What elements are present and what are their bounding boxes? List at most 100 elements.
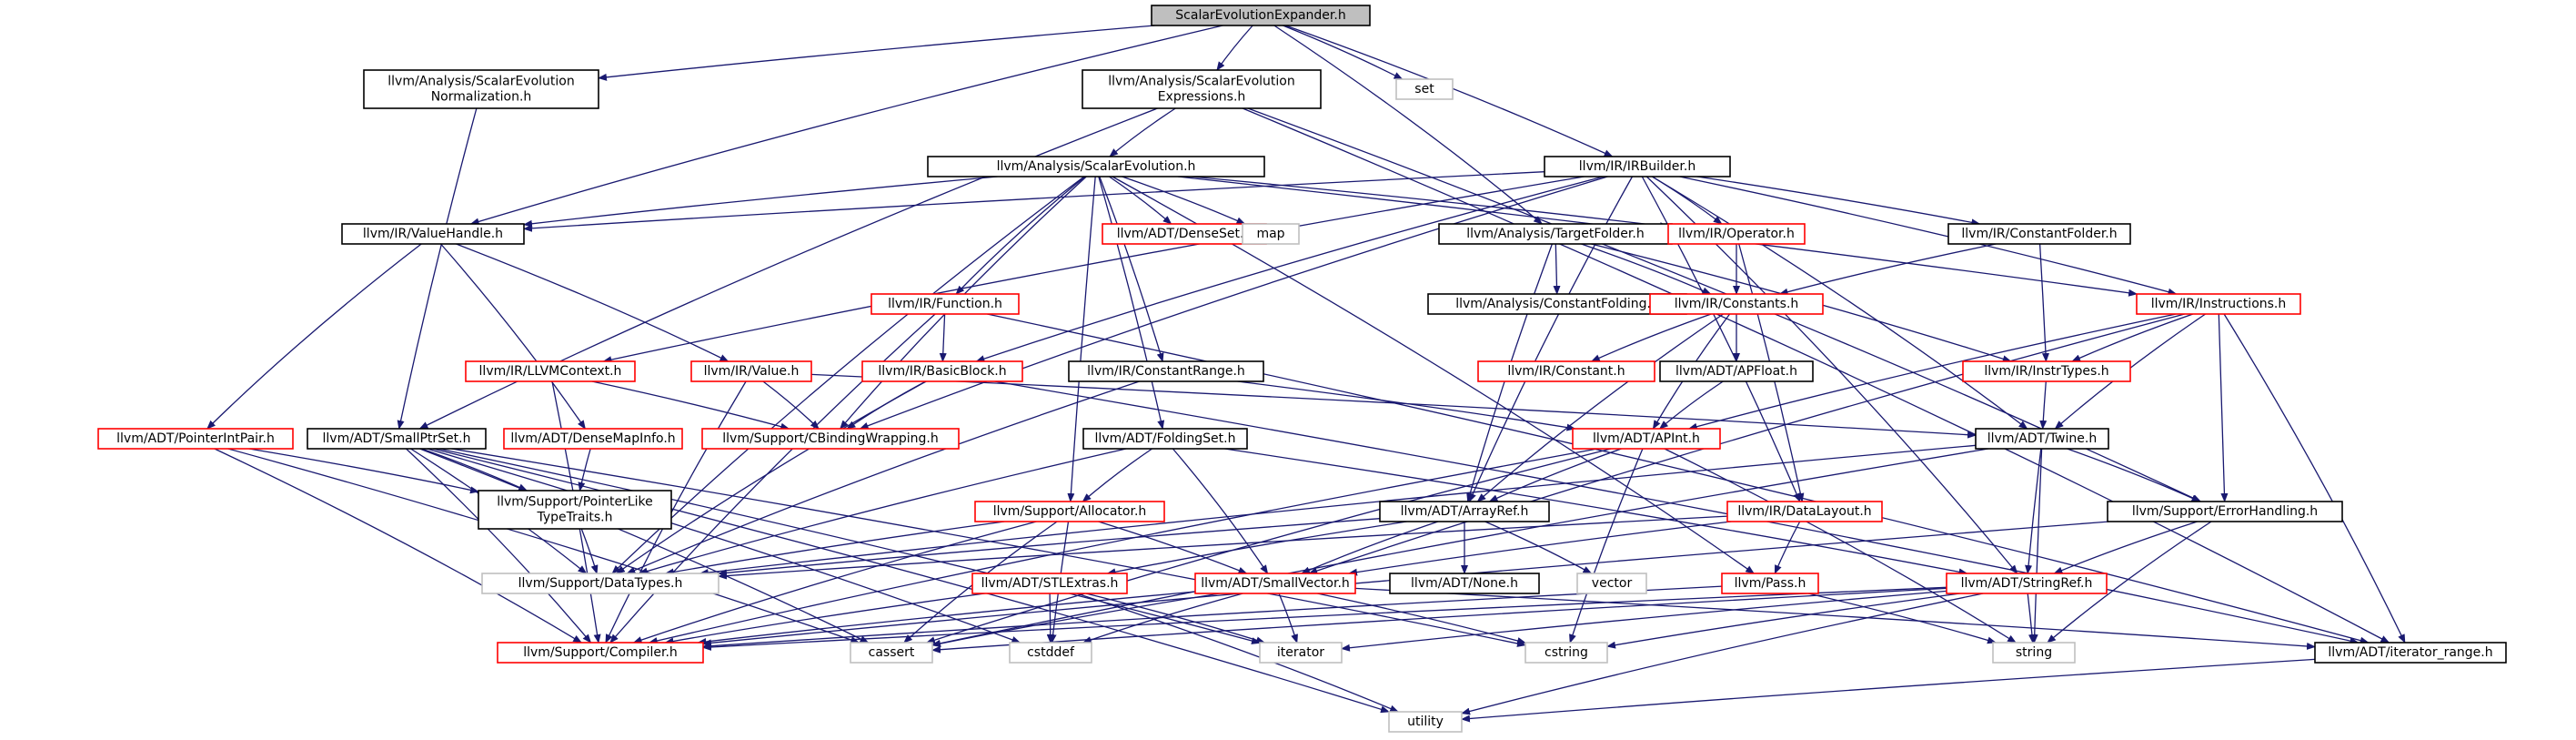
edge-twine-to-string <box>2030 448 2043 644</box>
node-consts-label: llvm/IR/Constants.h <box>1675 297 1799 311</box>
node-cr[interactable]: llvm/IR/ConstantRange.h <box>1068 360 1264 382</box>
edge-eh-to-compiler <box>702 521 2110 647</box>
node-denseset[interactable]: llvm/ADT/DenseSet.h <box>1102 223 1267 245</box>
node-fs-label: llvm/ADT/FoldingSet.h <box>1095 431 1236 446</box>
edge-expr-to-itrange <box>1242 107 2390 644</box>
node-value[interactable]: llvm/IR/Value.h <box>690 360 812 382</box>
node-func[interactable]: llvm/IR/Function.h <box>870 293 1020 315</box>
node-dt-label: llvm/Support/DataTypes.h <box>518 576 683 591</box>
node-stlx[interactable]: llvm/ADT/STLExtras.h <box>971 573 1128 594</box>
node-compiler[interactable]: llvm/Support/Compiler.h <box>497 642 704 664</box>
node-sps[interactable]: llvm/ADT/SmallPtrSet.h <box>307 428 487 450</box>
node-dt[interactable]: llvm/Support/DataTypes.h <box>481 573 719 594</box>
node-sr[interactable]: llvm/ADT/StringRef.h <box>1946 573 2108 594</box>
node-expr-label: llvm/Analysis/ScalarEvolution <box>1108 75 1294 89</box>
node-bb[interactable]: llvm/IR/BasicBlock.h <box>861 360 1023 382</box>
edge-alloc-to-compiler <box>632 521 1037 644</box>
node-tf[interactable]: llvm/Analysis/TargetFolder.h <box>1438 223 1673 245</box>
node-consts-box <box>1649 293 1824 315</box>
node-arrayref[interactable]: llvm/ADT/ArrayRef.h <box>1379 501 1550 522</box>
node-norm[interactable]: llvm/Analysis/ScalarEvolutionNormalizati… <box>363 69 599 109</box>
edge-apint-to-cassert <box>925 448 1612 644</box>
node-set-label: set <box>1414 82 1434 96</box>
node-pass[interactable]: llvm/Pass.h <box>1721 573 1819 594</box>
node-llvmctx[interactable]: llvm/IR/LLVMContext.h <box>465 360 636 382</box>
node-cassert[interactable]: cassert <box>850 642 933 664</box>
edge-sps-to-iterator <box>438 448 1261 644</box>
edge-root-to-set <box>1283 25 1404 80</box>
node-sv[interactable]: llvm/ADT/SmallVector.h <box>1194 573 1356 594</box>
node-cstring-label: cstring <box>1545 645 1588 660</box>
node-none[interactable]: llvm/ADT/None.h <box>1389 573 1540 594</box>
node-constant-label: llvm/IR/Constant.h <box>1507 364 1625 379</box>
edge-expr-to-se <box>1109 107 1176 157</box>
node-cstddef[interactable]: cstddef <box>1009 642 1092 664</box>
edge-instr-to-eh <box>2218 313 2229 502</box>
node-norm-label: llvm/Analysis/ScalarEvolution <box>387 75 574 89</box>
edge-func-to-bb <box>939 313 947 362</box>
node-map[interactable]: map <box>1242 223 1300 245</box>
node-instrtypes[interactable]: llvm/IR/InstrTypes.h <box>1962 360 2131 382</box>
node-set-box <box>1395 78 1454 100</box>
node-dl[interactable]: llvm/IR/DataLayout.h <box>1726 501 1883 522</box>
node-irb[interactable]: llvm/IR/IRBuilder.h <box>1544 156 1731 177</box>
node-cbw-box <box>701 428 960 450</box>
node-twine-label: llvm/ADT/Twine.h <box>1987 431 2097 446</box>
node-se-box <box>927 156 1265 177</box>
node-vh[interactable]: llvm/IR/ValueHandle.h <box>341 223 525 245</box>
node-stlx-label: llvm/ADT/STLExtras.h <box>981 576 1119 591</box>
node-expr[interactable]: llvm/Analysis/ScalarEvolutionExpressions… <box>1082 69 1322 109</box>
node-apint[interactable]: llvm/ADT/APInt.h <box>1572 428 1721 450</box>
node-twine[interactable]: llvm/ADT/Twine.h <box>1975 428 2109 450</box>
edge-eh-to-sr <box>2053 521 2198 574</box>
node-norm-box <box>363 69 599 109</box>
node-eh-label: llvm/Support/ErrorHandling.h <box>2132 504 2318 519</box>
node-se[interactable]: llvm/Analysis/ScalarEvolution.h <box>927 156 1265 177</box>
edge-instr-to-apint <box>1687 313 2177 431</box>
node-cbw[interactable]: llvm/Support/CBindingWrapping.h <box>701 428 960 450</box>
node-pip[interactable]: llvm/ADT/PointerIntPair.h <box>97 428 294 450</box>
node-root-box <box>1151 5 1371 26</box>
edge-se-to-map <box>1122 176 1246 225</box>
node-utility[interactable]: utility <box>1388 711 1463 733</box>
node-set[interactable]: set <box>1395 78 1454 100</box>
node-apfloat[interactable]: llvm/ADT/APFloat.h <box>1659 360 1814 382</box>
node-alloc[interactable]: llvm/Support/Allocator.h <box>974 501 1165 522</box>
edge-instr-to-itrange <box>2223 313 2406 644</box>
edge-root-to-expr <box>1216 25 1253 71</box>
node-itrange[interactable]: llvm/ADT/iterator_range.h <box>2314 642 2507 664</box>
node-sv-box <box>1194 573 1356 594</box>
node-eh[interactable]: llvm/Support/ErrorHandling.h <box>2107 501 2343 522</box>
node-dmi[interactable]: llvm/ADT/DenseMapInfo.h <box>503 428 683 450</box>
node-cassert-label: cassert <box>869 645 915 660</box>
edge-plt-to-dt <box>580 528 599 574</box>
node-dmi-label: llvm/ADT/DenseMapInfo.h <box>510 431 675 446</box>
edge-vh-to-dmi <box>440 243 586 430</box>
node-cfold[interactable]: llvm/Analysis/ConstantFolding.h <box>1427 293 1687 315</box>
edge-pass-to-string <box>1807 593 1997 644</box>
edge-irb-to-dl <box>1641 176 1801 502</box>
node-instr[interactable]: llvm/IR/Instructions.h <box>2136 293 2301 315</box>
edge-stlx-to-compiler <box>664 593 985 645</box>
node-string[interactable]: string <box>1992 642 2076 664</box>
node-tf-label: llvm/Analysis/TargetFolder.h <box>1466 227 1644 241</box>
node-vector-box <box>1576 573 1647 594</box>
node-vector[interactable]: vector <box>1576 573 1647 594</box>
edge-cr-to-apint <box>1237 380 1576 431</box>
node-iterator[interactable]: iterator <box>1259 642 1343 664</box>
edge-se-to-vh <box>523 176 998 228</box>
node-eh-box <box>2107 501 2343 522</box>
node-cf[interactable]: llvm/IR/ConstantFolder.h <box>1947 223 2131 245</box>
node-op[interactable]: llvm/IR/Operator.h <box>1667 223 1806 245</box>
node-plt-box <box>478 490 672 530</box>
node-cstring[interactable]: cstring <box>1524 642 1608 664</box>
node-root[interactable]: ScalarEvolutionExpander.h <box>1151 5 1371 26</box>
node-iterator-box <box>1259 642 1343 664</box>
edge-pip-to-plt <box>248 448 479 494</box>
edge-sps-to-cstddef <box>427 448 1021 644</box>
node-consts[interactable]: llvm/IR/Constants.h <box>1649 293 1824 315</box>
node-alloc-box <box>974 501 1165 522</box>
node-fs[interactable]: llvm/ADT/FoldingSet.h <box>1082 428 1248 450</box>
node-constant[interactable]: llvm/IR/Constant.h <box>1477 360 1655 382</box>
